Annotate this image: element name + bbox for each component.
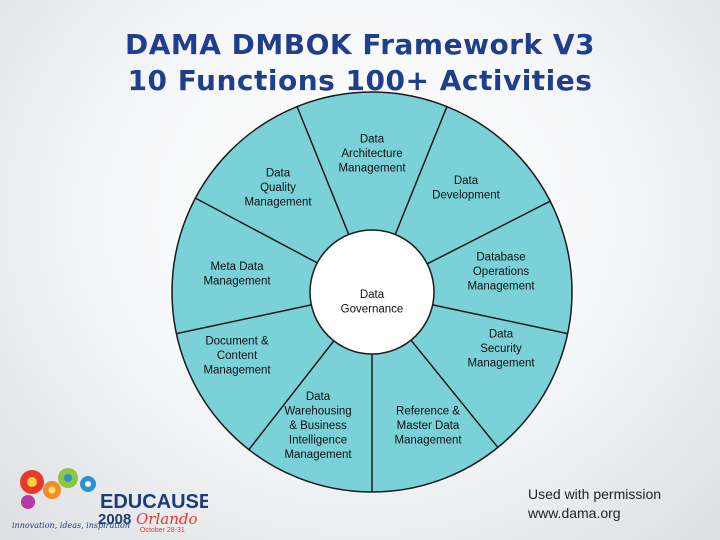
segment-divider-3 [426, 200, 551, 265]
segment-divider-7 [248, 340, 335, 451]
permission-note: Used with permission www.dama.org [528, 485, 708, 523]
segment-divider-2 [394, 106, 448, 235]
center-hub [309, 229, 435, 355]
segment-divider-9 [195, 197, 318, 264]
logo-tagline: innovation, ideas, inspiration [12, 521, 130, 530]
logo-year: 2008 [98, 511, 131, 528]
flower-graphic [20, 468, 96, 509]
slide-title-line-2: 10 Functions 100+ Activities [127, 64, 593, 97]
logo-city: Orlando [136, 510, 198, 528]
segment-divider-8 [176, 304, 312, 335]
logo-dates: October 28-31 [140, 527, 185, 534]
segment-divider-4 [432, 304, 568, 335]
slide-title-line-1: DAMA DMBOK Framework V3 [124, 28, 596, 61]
permission-text: Used with permission [528, 486, 662, 502]
segment-divider-1 [296, 106, 350, 235]
educause-2008-logo: EDUCAUSE 2008 Orlando October 28-31 inno… [12, 468, 208, 534]
logo-wordmark: EDUCAUSE [100, 491, 208, 513]
segment-divider-5 [410, 339, 499, 448]
dama-url: www.dama.org [528, 505, 621, 521]
